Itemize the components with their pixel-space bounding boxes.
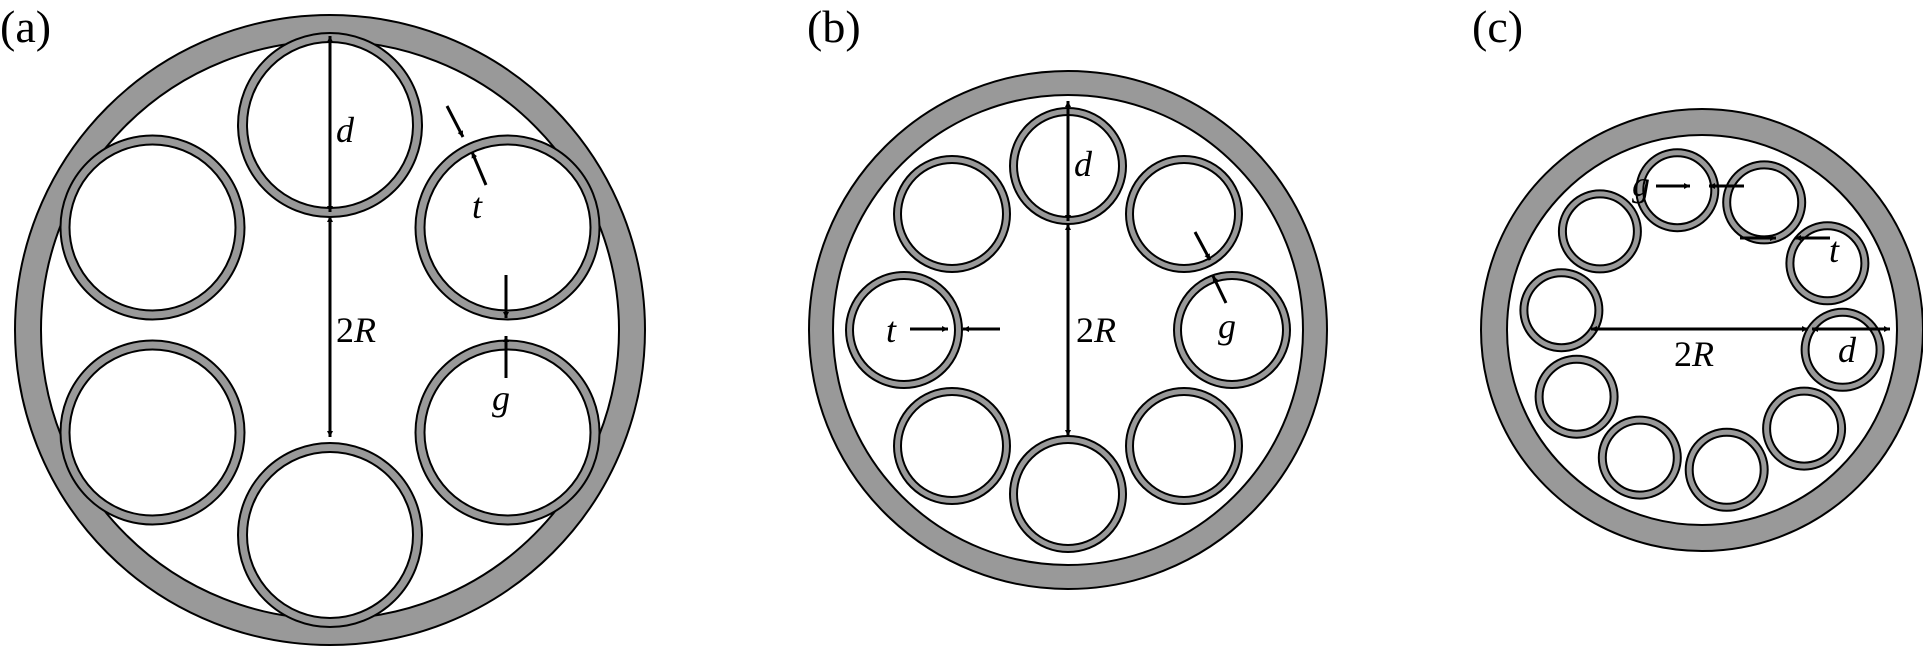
panel-b-tube-bore bbox=[852, 278, 956, 382]
panel-b-tube-bore bbox=[1132, 394, 1236, 498]
panel-b-d-label: d bbox=[1074, 144, 1093, 184]
panel-a-t-label: t bbox=[472, 186, 483, 226]
panel-c-tube-bore bbox=[1526, 275, 1597, 346]
panel-c-tube-bore bbox=[1604, 422, 1675, 493]
panel-c-tube-bore bbox=[1564, 196, 1635, 267]
panel-a-tube-bore bbox=[246, 451, 414, 619]
panel-c-fiber bbox=[1480, 108, 1923, 552]
panel-a-tube-bore bbox=[68, 143, 237, 312]
panel-b-tube-bore bbox=[1016, 442, 1120, 546]
panel-b: (b) d 2R t g bbox=[807, 1, 1328, 590]
panel-b-tube-bore bbox=[1180, 278, 1284, 382]
panel-a-d-label: d bbox=[336, 110, 355, 150]
panel-c-d-label: d bbox=[1838, 330, 1857, 370]
panel-c-tube-bore bbox=[1691, 434, 1762, 505]
panel-c-tube-bore bbox=[1807, 314, 1878, 385]
panel-c-2r-label: 2R bbox=[1674, 334, 1714, 374]
panel-c-tube-bore bbox=[1541, 361, 1612, 432]
panel-b-annotations: d 2R t g bbox=[886, 101, 1236, 436]
panel-b-t-label: t bbox=[886, 310, 897, 350]
panel-c-tube-bore bbox=[1729, 167, 1800, 238]
panel-a-tag: (a) bbox=[0, 1, 51, 52]
panel-b-tube-bore bbox=[900, 162, 1004, 266]
panel-c-t-label: t bbox=[1829, 230, 1840, 270]
panel-b-2r-label: 2R bbox=[1076, 310, 1116, 350]
panel-a-2r-label: 2R bbox=[336, 310, 376, 350]
panel-b-tag: (b) bbox=[807, 1, 861, 52]
panel-a-g-label: g bbox=[492, 378, 510, 418]
panel-b-g-arrow-top bbox=[1193, 231, 1212, 261]
panel-c-tube-bore bbox=[1642, 155, 1713, 226]
panel-a-t-arrow-inner bbox=[470, 151, 488, 186]
panel-c-tube-bore bbox=[1769, 393, 1840, 464]
panel-b-tube-bore bbox=[900, 394, 1004, 498]
panel-b-tube-bore bbox=[1132, 162, 1236, 266]
panel-c-tube-bore bbox=[1792, 228, 1863, 299]
panel-c: (c) g t 2R d bbox=[1472, 1, 1923, 552]
panel-c-g-label: g bbox=[1632, 164, 1650, 204]
panel-a-t-arrow-outer bbox=[445, 105, 465, 138]
panel-b-g-label: g bbox=[1218, 306, 1236, 346]
panel-a-annotations: d 2R t g bbox=[327, 36, 510, 437]
panel-b-g-arrow-bottom bbox=[1211, 275, 1228, 304]
panel-a: (a) d 2R t g bbox=[0, 1, 646, 646]
panel-c-tag: (c) bbox=[1472, 1, 1523, 52]
panel-c-annotations: g t 2R d bbox=[1591, 164, 1890, 374]
panel-a-tube-bore bbox=[68, 348, 237, 517]
